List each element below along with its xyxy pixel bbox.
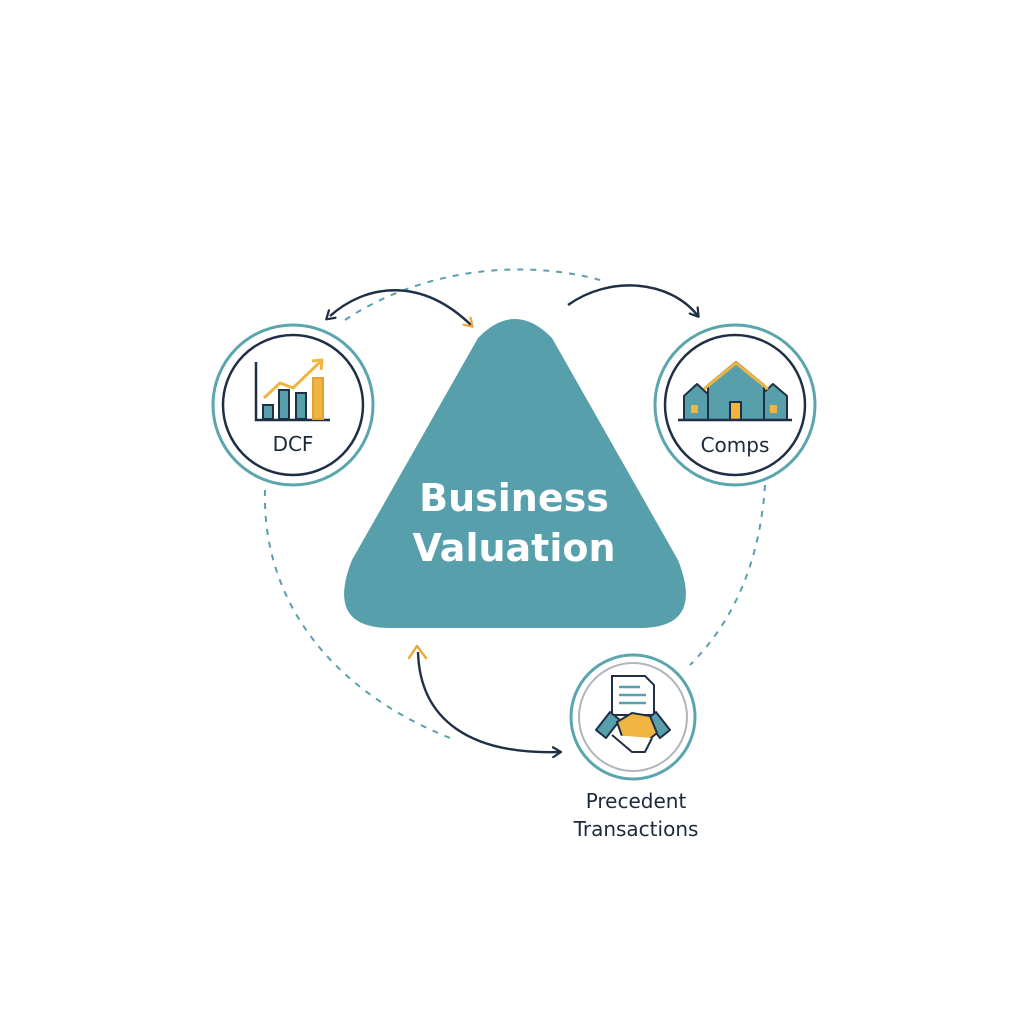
bar-chart-growth-icon xyxy=(254,358,330,422)
precedent-label-line1: Precedent xyxy=(586,789,687,813)
center-title-line2: Valuation xyxy=(412,526,615,570)
arrow-dcf-to-center xyxy=(330,289,472,326)
arrow-center-to-precedent xyxy=(416,651,560,752)
dcf-label: DCF xyxy=(273,432,314,456)
dcf-node: DCF xyxy=(211,323,375,487)
center-title-line1: Business xyxy=(419,476,609,520)
houses-icon xyxy=(678,361,792,422)
arrow-center-to-comps xyxy=(567,284,698,316)
handshake-icon xyxy=(595,711,671,753)
gold-arrowhead-center xyxy=(407,644,428,660)
dashed-cycle-path xyxy=(263,268,766,739)
comps-node: Comps xyxy=(653,323,817,487)
precedent-label-line2: Transactions xyxy=(573,817,699,841)
document-icon xyxy=(611,675,655,716)
precedent-node xyxy=(569,653,697,781)
comps-label: Comps xyxy=(701,433,770,457)
center-triangle xyxy=(344,319,686,628)
